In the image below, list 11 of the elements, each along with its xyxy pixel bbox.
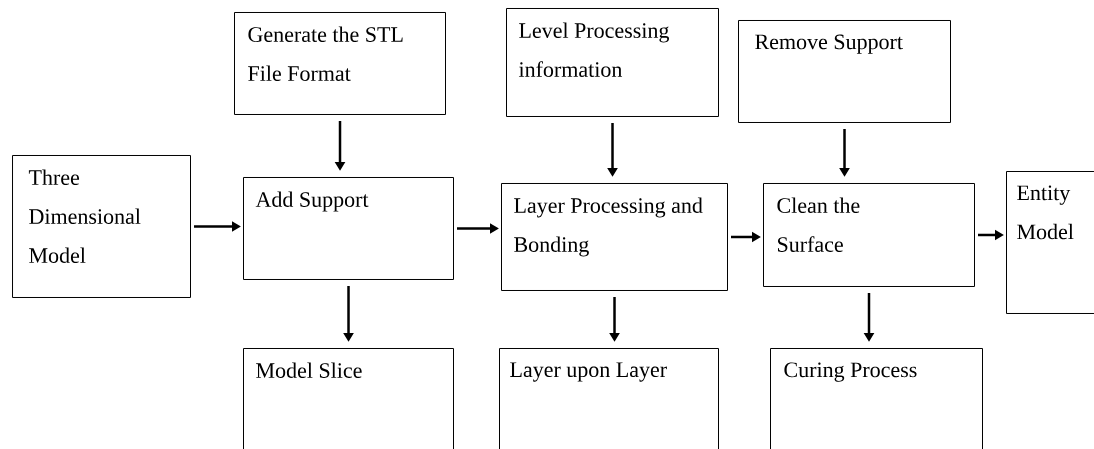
process-box: Model Slice (243, 348, 454, 449)
process-box: Clean the Surface (763, 183, 975, 287)
process-box: Entity Model (1006, 171, 1094, 314)
process-box: Add Support (243, 177, 454, 280)
process-box: Level Processing information (506, 8, 719, 117)
process-box: Three Dimensional Model (12, 155, 191, 298)
process-box: Curing Process (770, 348, 983, 449)
process-box: Layer Processing and Bonding (501, 183, 728, 291)
process-box: Generate the STL File Format (234, 12, 446, 115)
process-box: Remove Support (738, 20, 951, 123)
process-box: Layer upon Layer (499, 348, 719, 449)
